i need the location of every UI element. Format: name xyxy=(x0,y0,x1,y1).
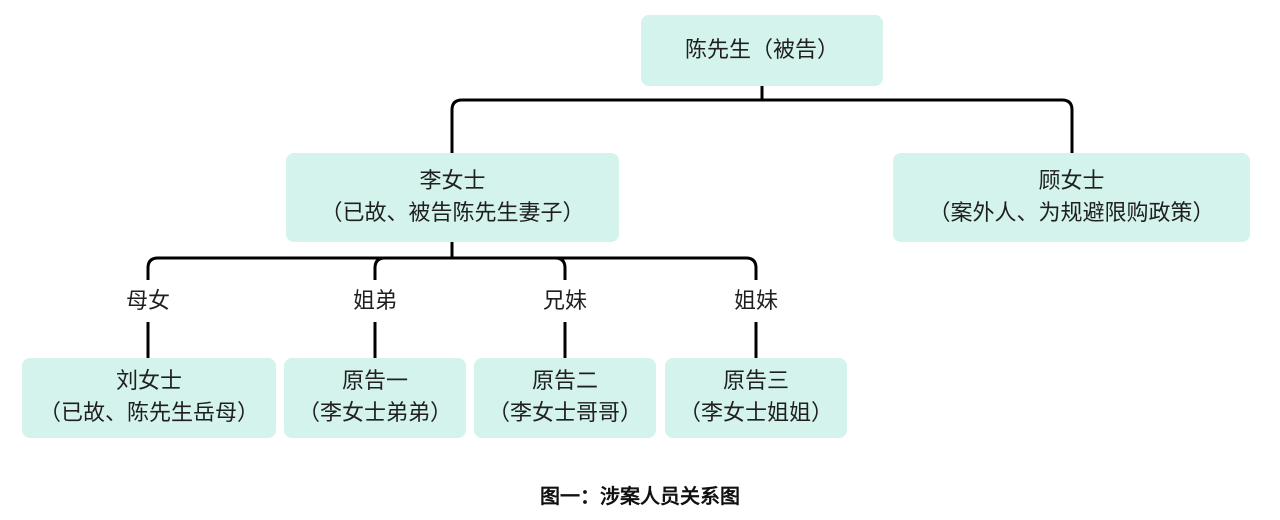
node-li: 李女士 （已故、被告陈先生妻子） xyxy=(286,153,619,242)
connector-bus xyxy=(158,256,758,280)
node-plaintiff1-note: （李女士弟弟） xyxy=(297,401,452,426)
node-gu-name: 顾女士 xyxy=(1038,168,1105,194)
node-chen: 陈先生（被告） xyxy=(641,15,883,86)
relation-label-plaintiff2: 兄妹 xyxy=(538,289,592,315)
connector-to-plaintiff1 xyxy=(373,256,386,280)
node-plaintiff3-name: 原告三 xyxy=(722,369,789,394)
node-plaintiff2-note: （李女士哥哥） xyxy=(487,401,642,426)
relation-label-plaintiff3: 姐妹 xyxy=(729,289,783,315)
node-liu-name: 刘女士 xyxy=(115,369,182,394)
node-plaintiff2: 原告二 （李女士哥哥） xyxy=(474,358,656,438)
node-liu: 刘女士 （已故、陈先生岳母） xyxy=(22,358,276,438)
node-plaintiff2-name: 原告二 xyxy=(531,369,598,394)
connector-chen-gu xyxy=(762,98,1074,153)
node-plaintiff1-name: 原告一 xyxy=(341,369,408,394)
connector-to-liu xyxy=(146,256,159,280)
node-gu: 顾女士 （案外人、为规避限购政策） xyxy=(893,153,1250,242)
node-li-name: 李女士 xyxy=(419,168,486,194)
figure-caption: 图一：涉案人员关系图 xyxy=(540,484,740,508)
connector-chen-li xyxy=(450,86,764,153)
node-plaintiff1: 原告一 （李女士弟弟） xyxy=(284,358,466,438)
node-li-note: （已故、被告陈先生妻子） xyxy=(320,200,585,226)
connector-to-plaintiff2 xyxy=(554,256,567,280)
node-gu-note: （案外人、为规避限购政策） xyxy=(928,200,1215,226)
relation-label-plaintiff1: 姐弟 xyxy=(348,289,402,315)
node-chen-name: 陈先生（被告） xyxy=(684,37,839,63)
relation-label-liu: 母女 xyxy=(121,289,175,315)
node-plaintiff3-note: （李女士姐姐） xyxy=(678,401,833,426)
node-plaintiff3: 原告三 （李女士姐姐） xyxy=(665,358,847,438)
node-liu-note: （已故、陈先生岳母） xyxy=(38,401,259,426)
